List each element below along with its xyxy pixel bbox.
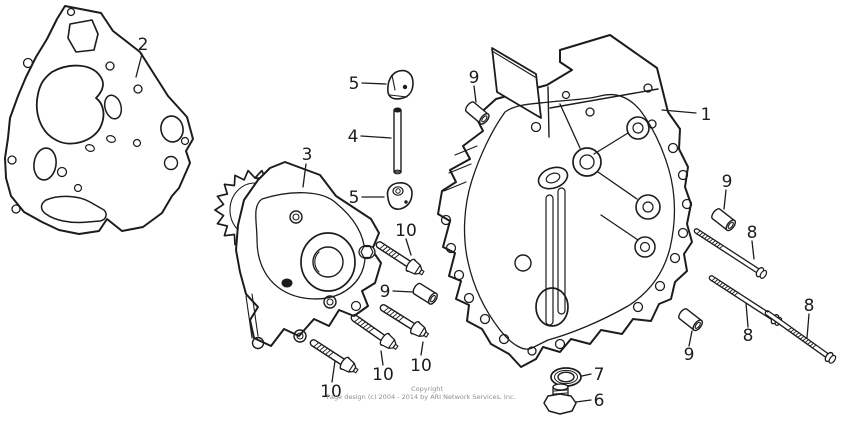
leader-line-4: [360, 135, 392, 139]
callout-10d[interactable]: 10: [410, 356, 432, 376]
leader-line-3: [302, 163, 307, 188]
copyright-line-2: Page design (c) 2004 - 2014 by ARI Netwo…: [326, 393, 515, 401]
sealing-washer-drawing: [550, 367, 582, 387]
callout-5a[interactable]: 5: [349, 74, 360, 94]
callout-6[interactable]: 6: [594, 391, 605, 411]
leader-line-7: [581, 373, 592, 377]
callout-9c[interactable]: 9: [380, 282, 391, 302]
callout-7[interactable]: 7: [594, 365, 605, 385]
callout-8c[interactable]: 8: [743, 326, 754, 346]
leader-line-10b: [331, 360, 336, 383]
leader-lines: [135, 53, 810, 403]
copyright-line-1: Copyright: [411, 385, 443, 393]
callout-5b[interactable]: 5: [349, 188, 360, 208]
pump-pin-drawing: [393, 107, 402, 175]
leader-line-9d: [688, 330, 693, 347]
leader-line-8b: [806, 313, 810, 339]
leader-line-1: [661, 109, 697, 114]
leader-line-8a: [751, 240, 755, 260]
leader-line-8c: [745, 302, 749, 328]
flange-bolt-drawing-1: [372, 236, 428, 280]
leader-line-10a: [405, 238, 412, 256]
callout-labels: 2 3 5 4 5 9 1 9 8 10 9 10 10 10 8 8 9 7 …: [138, 35, 815, 411]
nut-drawing: [386, 182, 413, 210]
leader-line-6: [575, 399, 592, 403]
callout-10b[interactable]: 10: [320, 382, 342, 402]
callout-9b[interactable]: 9: [722, 172, 733, 192]
gasket-drawing: [4, 5, 194, 235]
leader-line-9c: [392, 290, 414, 293]
callout-8b[interactable]: 8: [804, 296, 815, 316]
drain-bolt-drawing: [543, 383, 577, 415]
long-bolt-drawing-3: [762, 307, 838, 366]
callout-2[interactable]: 2: [138, 35, 149, 55]
oil-pump-drawing: [214, 161, 382, 350]
callout-9a[interactable]: 9: [469, 68, 480, 88]
dowel-pin-drawing-right-upper: [709, 206, 738, 233]
leader-line-5a: [361, 82, 387, 85]
leader-line-9b: [723, 189, 727, 210]
leader-line-2: [135, 53, 143, 78]
cap-nut-drawing: [387, 69, 414, 100]
callout-9d[interactable]: 9: [684, 345, 695, 365]
leader-line-9a: [473, 85, 477, 103]
crankcase-drawing: [437, 34, 693, 368]
callout-8a[interactable]: 8: [747, 223, 758, 243]
callout-3[interactable]: 3: [302, 145, 313, 165]
dowel-pin-drawing-right-lower: [676, 306, 705, 333]
dowel-pin-drawing-pump: [410, 281, 440, 307]
leader-line-10d: [420, 341, 424, 356]
leader-line-10c: [380, 350, 384, 366]
callout-10c[interactable]: 10: [372, 365, 394, 385]
callout-1[interactable]: 1: [701, 105, 712, 125]
callout-4[interactable]: 4: [348, 127, 359, 147]
callout-10a[interactable]: 10: [395, 221, 417, 241]
